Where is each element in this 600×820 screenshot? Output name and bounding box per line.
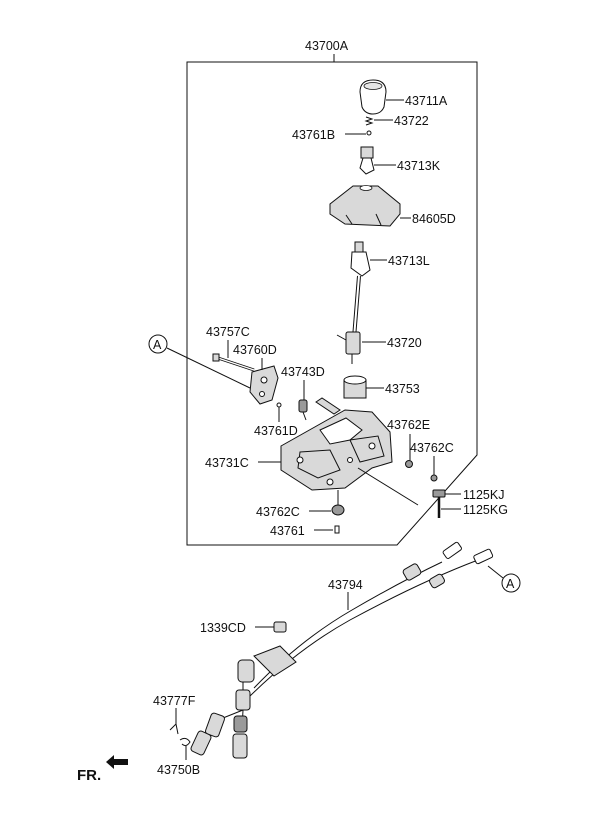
pin-43761 bbox=[334, 525, 340, 534]
callout-a-inner-leader bbox=[357, 467, 419, 506]
bolt-1125KJ bbox=[432, 489, 446, 518]
label-43777F: 43777F bbox=[153, 694, 196, 708]
shift-cable-assembly bbox=[190, 541, 494, 759]
spring bbox=[364, 116, 374, 126]
label-43794: 43794 bbox=[328, 578, 363, 592]
clip-43750B bbox=[179, 737, 191, 747]
clip-43777F bbox=[169, 722, 179, 735]
label-43761B: 43761B bbox=[292, 128, 335, 142]
label-84605D: 84605D bbox=[412, 212, 456, 226]
label-43713L: 43713L bbox=[388, 254, 430, 268]
nut-43743D bbox=[298, 399, 308, 421]
label-43713K: 43713K bbox=[397, 159, 441, 173]
bushing-43762C-right bbox=[430, 474, 438, 482]
pin-43761B bbox=[366, 130, 372, 136]
bolt-43757C bbox=[212, 353, 255, 372]
bushing bbox=[343, 375, 367, 399]
label-43711A: 43711A bbox=[405, 94, 448, 108]
callout-a-left-leader bbox=[166, 347, 251, 389]
direction-label: FR. bbox=[77, 767, 101, 784]
label-43761D: 43761D bbox=[254, 424, 298, 438]
bushing-43762E bbox=[405, 460, 413, 468]
lever-top bbox=[350, 241, 371, 277]
detent-pin bbox=[315, 397, 341, 415]
base-housing bbox=[280, 409, 393, 491]
label-43731C: 43731C bbox=[205, 456, 249, 470]
callout-a-right-leader bbox=[487, 565, 504, 579]
callout-a-left-text: A bbox=[153, 338, 162, 352]
front-arrow-icon bbox=[106, 755, 128, 769]
label-43757C: 43757C bbox=[206, 325, 250, 339]
label-43762C-bottom: 43762C bbox=[256, 505, 300, 519]
label-43743D: 43743D bbox=[281, 365, 325, 379]
shift-boot bbox=[329, 185, 401, 227]
label-43761: 43761 bbox=[270, 524, 305, 538]
label-1125KJ: 1125KJ bbox=[463, 488, 504, 502]
label-43762E: 43762E bbox=[387, 418, 430, 432]
clip-1339CD bbox=[273, 621, 287, 633]
label-43750B: 43750B bbox=[157, 763, 200, 777]
knob-adapter bbox=[359, 146, 375, 175]
bushing-43762C-bottom bbox=[331, 490, 345, 516]
label-43760D: 43760D bbox=[233, 343, 277, 357]
label-43753: 43753 bbox=[385, 382, 420, 396]
label-43722: 43722 bbox=[394, 114, 429, 128]
label-43720: 43720 bbox=[387, 336, 422, 350]
label-1339CD: 1339CD bbox=[200, 621, 246, 635]
bracket-43760D bbox=[249, 365, 279, 405]
label-1125KG: 1125KG bbox=[463, 503, 508, 517]
callout-a-left bbox=[148, 334, 168, 354]
pin-43761D bbox=[276, 402, 282, 408]
label-43762C-right: 43762C bbox=[410, 441, 454, 455]
assembly-label: 43700A bbox=[305, 39, 349, 53]
assembly-frame bbox=[186, 61, 478, 546]
shift-lever bbox=[336, 275, 361, 364]
callout-a-right-text: A bbox=[506, 577, 515, 591]
callout-a-right bbox=[501, 573, 521, 593]
shift-knob bbox=[359, 79, 387, 115]
